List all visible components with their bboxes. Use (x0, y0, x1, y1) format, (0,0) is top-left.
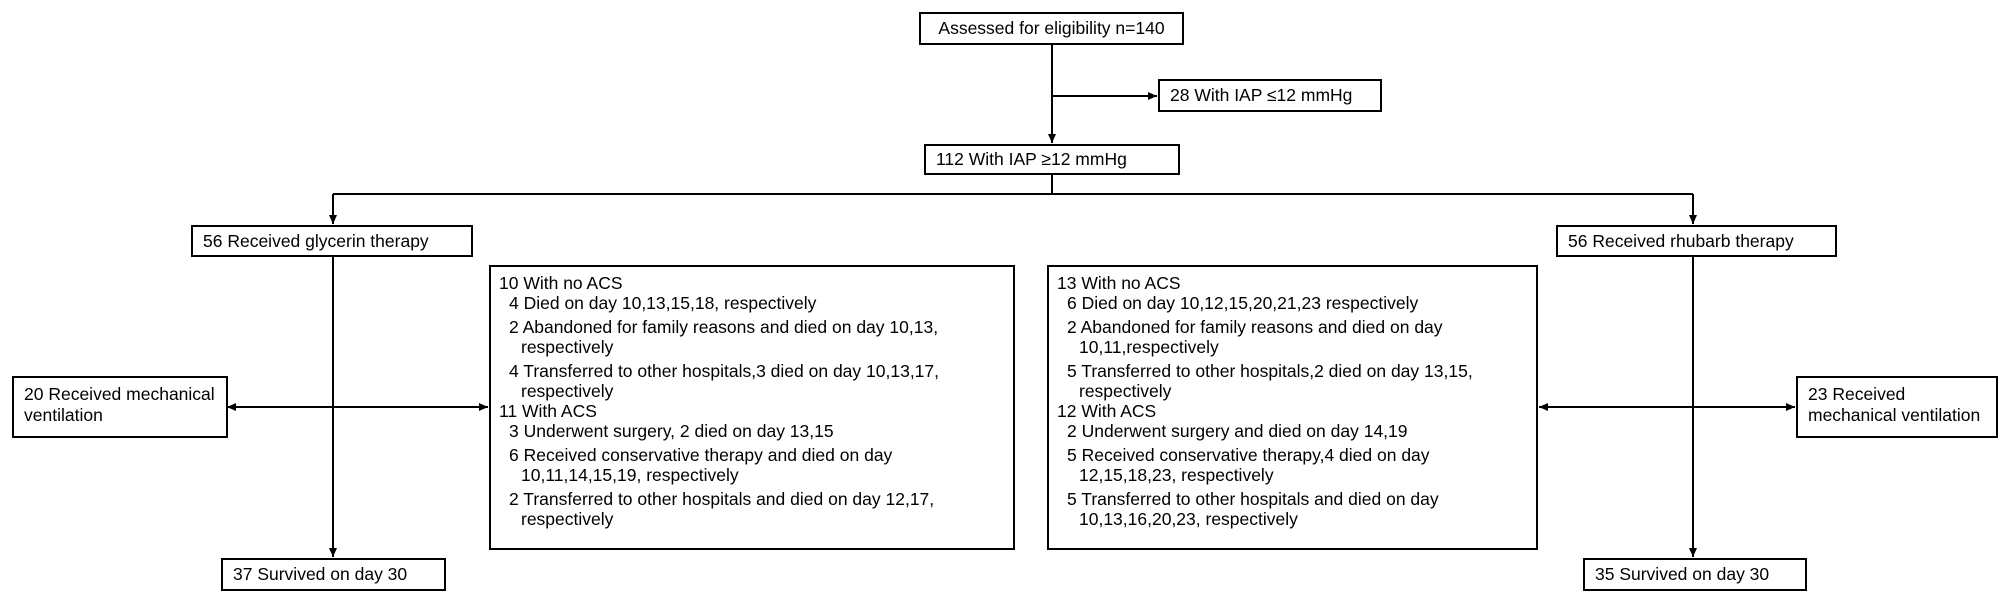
glycerin-group-title: 11 With ACS (499, 401, 597, 421)
glycerin-outcomes-box: 10 With no ACS 4 Died on day 10,13,15,18… (489, 265, 1015, 550)
eligibility-box: Assessed for eligibility n=140 (919, 12, 1184, 45)
included-box: 112 With IAP ≥12 mmHg (924, 144, 1180, 175)
rhubarb-outcome-item: 5 Transferred to other hospitals,2 died … (1067, 361, 1473, 401)
glycerin-ventilation-box: 20 Received mechanical ventilation (12, 376, 228, 438)
rhubarb-ventilation-box: 23 Received mechanical ventilation (1796, 376, 1998, 438)
glycerin-survived-text: 37 Survived on day 30 (233, 564, 408, 584)
glycerin-group-no-acs: 10 With no ACS 4 Died on day 10,13,15,18… (499, 273, 1005, 401)
rhubarb-outcome-item: 2 Underwent surgery and died on day 14,1… (1067, 421, 1408, 441)
rhubarb-outcome-item: 5 Transferred to other hospitals and die… (1067, 489, 1439, 529)
excluded-box: 28 With IAP ≤12 mmHg (1158, 79, 1382, 112)
glycerin-arm-text: 56 Received glycerin therapy (203, 230, 429, 251)
eligibility-text: Assessed for eligibility n=140 (938, 18, 1165, 38)
glycerin-outcome-item: 2 Abandoned for family reasons and died … (509, 317, 939, 357)
rhubarb-ventilation-text: 23 Received mechanical ventilation (1808, 384, 1981, 425)
glycerin-arm-box: 56 Received glycerin therapy (191, 225, 473, 257)
glycerin-group-title: 10 With no ACS (499, 273, 623, 293)
rhubarb-outcome-item: 2 Abandoned for family reasons and died … (1067, 317, 1443, 357)
glycerin-outcome-item: 6 Received conservative therapy and died… (509, 445, 893, 485)
glycerin-group-acs: 11 With ACS 3 Underwent surgery, 2 died … (499, 401, 1005, 529)
rhubarb-survived-text: 35 Survived on day 30 (1595, 564, 1770, 584)
rhubarb-outcome-item: 6 Died on day 10,12,15,20,21,23 respecti… (1067, 293, 1419, 313)
glycerin-ventilation-text: 20 Received mechanical ventilation (24, 384, 215, 425)
rhubarb-survived-box: 35 Survived on day 30 (1583, 558, 1807, 591)
glycerin-outcome-item: 3 Underwent surgery, 2 died on day 13,15 (509, 421, 834, 441)
rhubarb-outcome-item: 5 Received conservative therapy,4 died o… (1067, 445, 1430, 485)
rhubarb-group-acs: 12 With ACS 2 Underwent surgery and died… (1057, 401, 1528, 529)
glycerin-survived-box: 37 Survived on day 30 (221, 558, 446, 591)
rhubarb-group-no-acs: 13 With no ACS 6 Died on day 10,12,15,20… (1057, 273, 1528, 401)
glycerin-outcome-item: 2 Transferred to other hospitals and die… (509, 489, 935, 529)
rhubarb-group-title: 12 With ACS (1057, 401, 1157, 421)
excluded-text: 28 With IAP ≤12 mmHg (1170, 85, 1353, 105)
rhubarb-arm-text: 56 Received rhubarb therapy (1568, 230, 1794, 251)
rhubarb-group-title: 13 With no ACS (1057, 273, 1181, 293)
included-text: 112 With IAP ≥12 mmHg (936, 149, 1127, 169)
rhubarb-arm-box: 56 Received rhubarb therapy (1556, 225, 1837, 257)
rhubarb-outcomes-box: 13 With no ACS 6 Died on day 10,12,15,20… (1047, 265, 1538, 550)
glycerin-outcome-item: 4 Transferred to other hospitals,3 died … (509, 361, 940, 401)
glycerin-outcome-item: 4 Died on day 10,13,15,18, respectively (509, 293, 817, 313)
